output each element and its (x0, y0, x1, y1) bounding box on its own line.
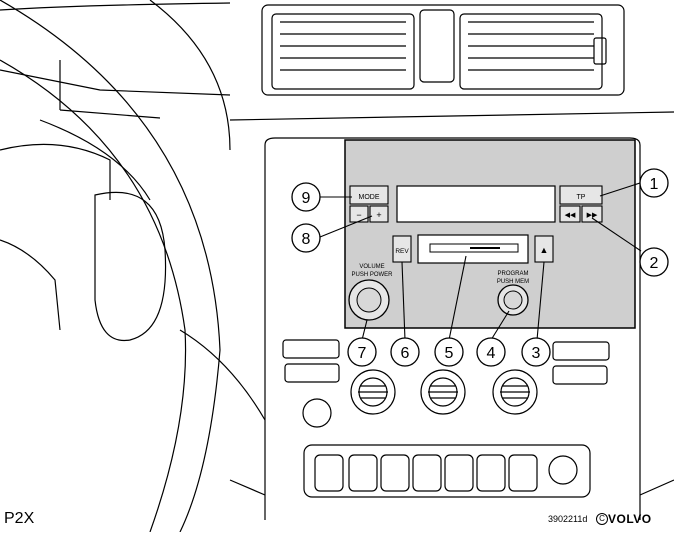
lower-left-knob (302, 398, 332, 428)
callout-5: 5 (434, 337, 464, 367)
tp-label: TP (577, 194, 586, 201)
callout-1: 1 (639, 168, 669, 198)
rewind-button[interactable]: ◀◀ (559, 205, 581, 223)
forward-button[interactable]: ▶▶ (581, 205, 603, 223)
mode-button-label: MODE (359, 194, 380, 201)
dash-top-line (0, 2, 231, 11)
climate-dials (350, 369, 538, 415)
dash-bevel (59, 60, 161, 119)
rewind-icon: ◀◀ (565, 212, 576, 219)
mode-button[interactable]: MODE (349, 185, 389, 205)
callout-6: 6 (390, 337, 420, 367)
right-climate-buttons (552, 341, 610, 385)
callout-6-number: 6 (401, 345, 410, 362)
console-left-edge (179, 329, 266, 421)
callout-3-number: 3 (532, 345, 541, 362)
figure-code: 3902211d (548, 514, 588, 524)
console-sides (264, 145, 641, 520)
callout-9: 9 (291, 182, 321, 212)
top-air-vents (261, 4, 625, 96)
callout-7-number: 7 (358, 345, 367, 362)
callout-2-number: 2 (650, 255, 659, 272)
volume-label: VOLUME (359, 264, 384, 270)
steering-wheel (0, 0, 221, 533)
dash-edge-line (229, 111, 674, 121)
minus-button[interactable]: − (349, 205, 369, 223)
callout-3: 3 (521, 337, 551, 367)
callout-2: 2 (639, 247, 669, 277)
console-base-lines (229, 479, 674, 496)
volume-knob[interactable] (348, 279, 390, 321)
plus-label: + (376, 210, 381, 220)
radio-display (396, 185, 556, 223)
callout-8-number: 8 (302, 231, 311, 248)
rev-button[interactable]: REV (392, 235, 412, 263)
console-top (264, 137, 641, 146)
callout-4: 4 (476, 337, 506, 367)
dash-curve (149, 0, 231, 151)
switch-panel (303, 444, 591, 498)
callout-9-number: 9 (302, 190, 311, 207)
program-knob[interactable] (497, 284, 529, 316)
program-label: PROGRAM (497, 271, 528, 277)
program-push-label: PUSH MEM (497, 279, 529, 285)
radio-panel (344, 139, 636, 329)
figure-label: P2X (4, 510, 35, 527)
minus-label: − (356, 210, 361, 220)
volume-push-label: PUSH POWER (351, 272, 393, 278)
rev-label: REV (395, 248, 409, 255)
plus-button[interactable]: + (369, 205, 389, 223)
forward-icon: ▶▶ (587, 212, 598, 219)
tp-button[interactable]: TP (559, 185, 603, 205)
eject-icon: ▲ (540, 245, 549, 255)
eject-button[interactable]: ▲ (534, 235, 554, 263)
copyright-icon: C (596, 513, 608, 525)
callout-1-number: 1 (650, 176, 659, 193)
callout-5-number: 5 (445, 345, 454, 362)
leader-lines (319, 182, 642, 341)
left-climate-buttons (282, 339, 340, 383)
callout-7: 7 (347, 337, 377, 367)
callout-8: 8 (291, 223, 321, 253)
callout-4-number: 4 (487, 345, 496, 362)
volvo-logo: VOLVO (608, 512, 652, 526)
dash-lower-line (0, 69, 231, 96)
